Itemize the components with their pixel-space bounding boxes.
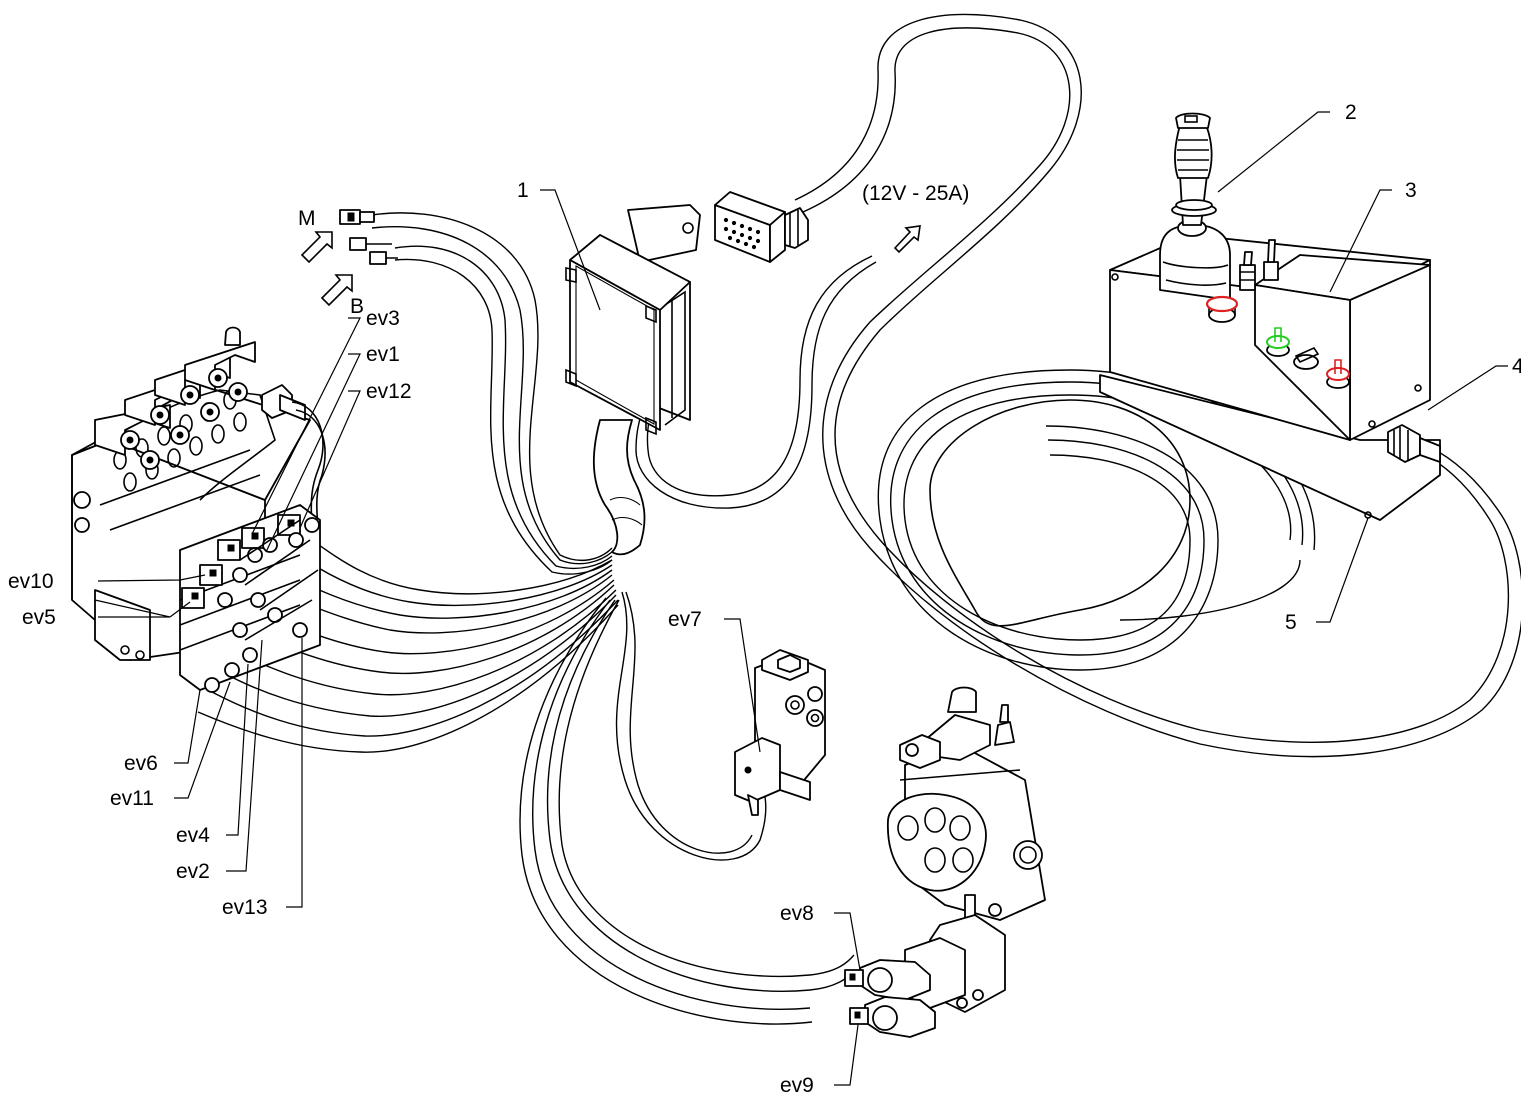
valve-ev7	[734, 649, 826, 816]
label-m: M	[298, 207, 316, 230]
connector-m	[339, 209, 375, 225]
label-ev10: ev10	[8, 570, 54, 593]
solenoid-stack	[179, 504, 321, 693]
label-ev2: ev2	[176, 860, 210, 883]
cable-connector-loop	[794, 13, 1521, 758]
battery-connectors	[300, 209, 398, 307]
toggle-switches	[1239, 239, 1279, 291]
label-b: B	[350, 295, 364, 318]
arrow-m-icon	[300, 231, 333, 264]
multipin-connector	[714, 191, 809, 263]
emergency-stop-button	[1205, 295, 1239, 323]
label-ev9: ev9	[780, 1074, 814, 1097]
cable-battery-leads	[371, 212, 613, 575]
connector-b	[349, 237, 398, 265]
connector-pins	[723, 217, 761, 250]
control-box	[1099, 112, 1441, 521]
label-ev12: ev12	[366, 380, 412, 403]
cable-gland	[1387, 424, 1441, 463]
solenoid-coils-top	[181, 514, 301, 609]
label-ev8: ev8	[780, 902, 814, 925]
label-ev13: ev13	[222, 896, 268, 919]
label-ev5: ev5	[22, 606, 56, 629]
labels: 1 2 3 4 5 M B (12V - 25A) ev3 ev1 ev12 e…	[8, 101, 1521, 1097]
solenoid-coils-ev8-ev9	[844, 959, 936, 1038]
label-ev6: ev6	[124, 752, 158, 775]
label-ev11: ev11	[110, 787, 154, 810]
green-start-button	[1266, 327, 1290, 357]
control-unit	[565, 204, 701, 436]
port-plate	[99, 389, 276, 531]
valve-ev8-ev9	[844, 686, 1046, 1038]
cable-harness	[592, 419, 646, 556]
cable-bundle	[197, 13, 1521, 1025]
arrow-power-icon	[893, 225, 921, 254]
callout-1: 1	[517, 179, 529, 202]
leader-lines	[94, 111, 1508, 1086]
joystick	[1159, 112, 1231, 301]
label-ev3: ev3	[366, 307, 400, 330]
solenoid-plugs	[204, 517, 320, 693]
label-ev1: ev1	[366, 343, 400, 366]
arrow-b-icon	[320, 274, 353, 307]
solenoid-rods	[239, 519, 319, 641]
label-ev4: ev4	[176, 824, 210, 847]
label-ev7: ev7	[668, 608, 702, 631]
callout-3: 3	[1405, 179, 1417, 202]
red-indicator-button	[1326, 359, 1350, 389]
callout-2: 2	[1345, 101, 1357, 124]
selector-switch	[1293, 346, 1320, 370]
valve-sections	[94, 326, 326, 529]
callout-4: 4	[1512, 355, 1521, 378]
cable-power	[635, 255, 877, 509]
label-power: (12V - 25A)	[862, 182, 969, 205]
callout-5: 5	[1285, 611, 1297, 634]
valve-bank	[71, 326, 326, 693]
